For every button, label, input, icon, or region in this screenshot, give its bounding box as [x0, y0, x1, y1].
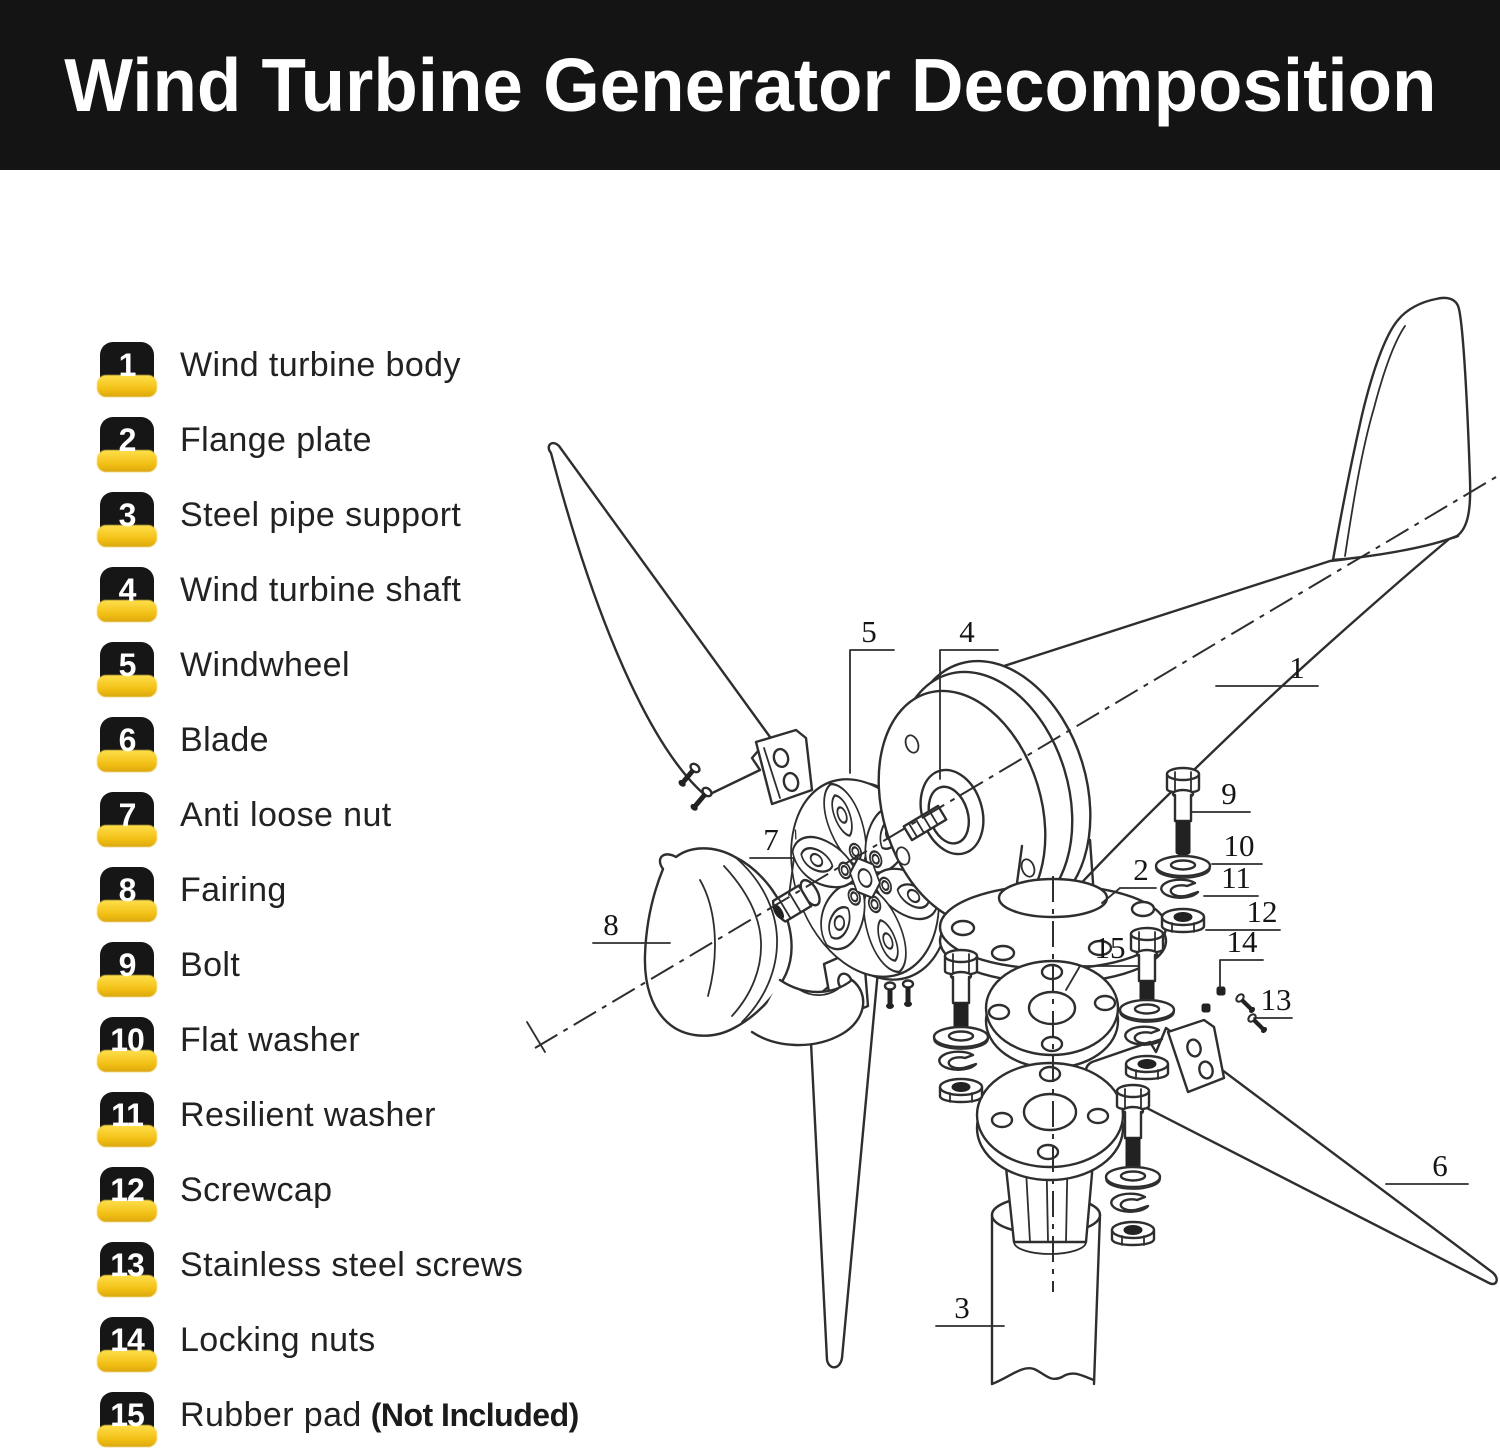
legend-badge-10: 10: [100, 1016, 154, 1065]
fairing-nose-cone: [643, 847, 865, 1047]
legend-label-12: Screwcap: [180, 1171, 333, 1209]
legend-badge-5: 5: [100, 641, 154, 690]
legend-label-9: Bolt: [180, 946, 241, 984]
blade-clamp-upper: [754, 728, 814, 806]
legend-badge-1: 1: [100, 341, 154, 390]
legend-label-10: Flat washer: [180, 1021, 361, 1059]
legend-item-6: 6 Blade: [100, 703, 579, 778]
legend-label-3: Steel pipe support: [180, 496, 462, 534]
blade-clamp-right: [1166, 1018, 1226, 1094]
callout-2: 2: [1133, 852, 1149, 887]
callout-numbers: 1 2 3 4 5 6 7 8 9 10 11 12 13 14 15: [603, 614, 1448, 1325]
legend-badge-12: 12: [100, 1166, 154, 1215]
callout-12: 12: [1247, 894, 1278, 929]
callout-8: 8: [603, 907, 619, 942]
legend-label-15-note: (Not Included): [370, 1397, 580, 1433]
screw-icon: [901, 979, 915, 1008]
legend-badge-6: 6: [100, 716, 154, 765]
page-title: Wind Turbine Generator Decomposition: [63, 43, 1437, 127]
callout-10: 10: [1224, 828, 1255, 863]
callout-3: 3: [954, 1290, 970, 1325]
axis-tick: [526, 1021, 546, 1053]
locking-nuts: [1201, 986, 1226, 1013]
legend-item-12: 12 Screwcap: [100, 1153, 579, 1228]
bolt-stack-a: [1154, 766, 1212, 934]
callout-5: 5: [861, 614, 877, 649]
legend-label-14: Locking nuts: [180, 1321, 376, 1359]
legend-label-5: Windwheel: [180, 646, 350, 684]
legend-item-11: 11 Resilient washer: [100, 1078, 579, 1153]
steel-pipe-support: [975, 1061, 1125, 1386]
legend-label-11: Resilient washer: [180, 1096, 436, 1134]
callout-6: 6: [1432, 1148, 1448, 1183]
legend-item-15: 15 Rubber pad(Not Included): [100, 1378, 579, 1448]
legend-item-10: 10 Flat washer: [100, 1003, 579, 1078]
legend-item-7: 7 Anti loose nut: [100, 778, 579, 853]
legend-badge-11: 11: [100, 1091, 154, 1140]
legend-label-2: Flange plate: [180, 421, 372, 459]
legend-item-13: 13 Stainless steel screws: [100, 1228, 579, 1303]
callout-11: 11: [1221, 860, 1251, 895]
legend-label-15: Rubber pad: [180, 1396, 362, 1434]
shaft-axis-line: [534, 476, 1497, 1049]
callout-4: 4: [959, 614, 975, 649]
callout-1: 1: [1289, 650, 1305, 685]
legend-badge-9: 9: [100, 941, 154, 990]
legend-item-2: 2 Flange plate: [100, 403, 579, 478]
legend-item-4: 4 Wind turbine shaft: [100, 553, 579, 628]
callout-9: 9: [1221, 776, 1237, 811]
legend-badge-7: 7: [100, 791, 154, 840]
legend-label-6: Blade: [180, 721, 269, 759]
legend-item-3: 3 Steel pipe support: [100, 478, 579, 553]
header-banner: Wind Turbine Generator Decomposition: [0, 0, 1500, 170]
legend-item-5: 5 Windwheel: [100, 628, 579, 703]
legend-badge-14: 14: [100, 1316, 154, 1365]
legend-badge-8: 8: [100, 866, 154, 915]
legend-badge-15: 15: [100, 1391, 154, 1440]
legend-badge-13: 13: [100, 1241, 154, 1290]
callout-15: 15: [1095, 930, 1126, 965]
legend-item-9: 9 Bolt: [100, 928, 579, 1003]
turbine-body: [877, 296, 1472, 927]
legend-item-14: 14 Locking nuts: [100, 1303, 579, 1378]
legend-item-8: 8 Fairing: [100, 853, 579, 928]
legend-label-4: Wind turbine shaft: [180, 571, 462, 609]
screw-icon: [883, 981, 897, 1010]
blade-upper-left: [547, 441, 814, 814]
callout-7: 7: [763, 822, 779, 857]
legend-label-7: Anti loose nut: [180, 796, 392, 834]
legend-badge-4: 4: [100, 566, 154, 615]
parts-legend: 1 Wind turbine body 2 Flange plate 3 Steel …: [100, 328, 579, 1448]
callout-leaders: [592, 649, 1469, 1327]
callout-14: 14: [1227, 924, 1259, 959]
legend-label-1: Wind turbine body: [180, 346, 461, 384]
legend-label-13: Stainless steel screws: [180, 1246, 524, 1284]
legend-label-8: Fairing: [180, 871, 287, 909]
legend-badge-3: 3: [100, 491, 154, 540]
callout-13: 13: [1261, 982, 1292, 1017]
shaft-spline: [902, 804, 948, 842]
legend-item-1: 1 Wind turbine body: [100, 328, 579, 403]
legend-badge-2: 2: [100, 416, 154, 465]
